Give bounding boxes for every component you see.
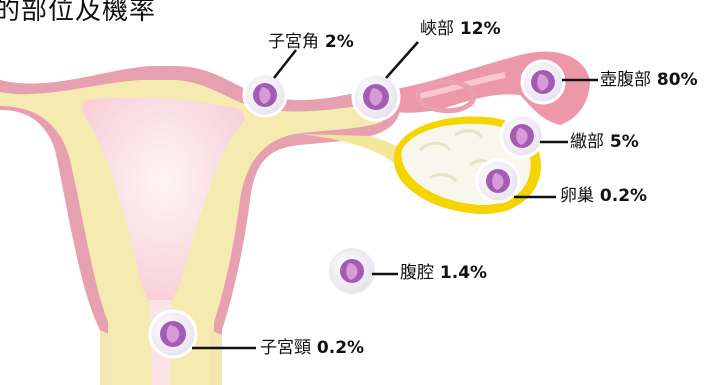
leader-isthmic (386, 42, 418, 78)
embryo-ovarian (477, 160, 519, 202)
label-ampullary-pct: 80% (657, 70, 698, 90)
label-ampullary: 壺腹部 80% (600, 70, 698, 90)
label-abdominal-pct: 1.4% (440, 263, 487, 283)
cervix-wall-right (210, 330, 222, 385)
cervix-wall-left (100, 330, 112, 385)
label-fimbrial-pct: 5% (610, 132, 639, 152)
leader-cornual (274, 50, 296, 78)
label-cornual-name: 子宮角 (268, 32, 319, 52)
embryo-fimbrial (501, 115, 543, 157)
embryo-cornual (244, 74, 286, 116)
label-ovarian-name: 卵巢 (560, 186, 594, 206)
embryo-abdominal (330, 249, 374, 293)
label-fimbrial-name: 繖部 (570, 132, 604, 152)
page-title: 的部位及機率 (0, 0, 156, 27)
label-ovarian: 卵巢 0.2% (560, 186, 647, 206)
label-fimbrial: 繖部 5% (570, 132, 639, 152)
label-isthmic-name: 峽部 (420, 19, 454, 39)
label-cervical-name: 子宮頸 (260, 338, 311, 358)
embryo-ampullary (522, 61, 564, 103)
label-cornual: 子宮角 2% (268, 32, 354, 52)
label-ampullary-name: 壺腹部 (600, 70, 651, 90)
label-cervical: 子宮頸 0.2% (260, 338, 364, 358)
embryo-isthmic (353, 74, 399, 120)
label-isthmic-pct: 12% (460, 19, 501, 39)
label-abdominal-name: 腹腔 (400, 263, 434, 283)
embryo-cervical (150, 311, 196, 357)
label-abdominal: 腹腔 1.4% (400, 263, 487, 283)
label-isthmic: 峽部 12% (420, 19, 501, 39)
label-cornual-pct: 2% (325, 32, 354, 52)
label-ovarian-pct: 0.2% (600, 186, 647, 206)
label-cervical-pct: 0.2% (317, 338, 364, 358)
